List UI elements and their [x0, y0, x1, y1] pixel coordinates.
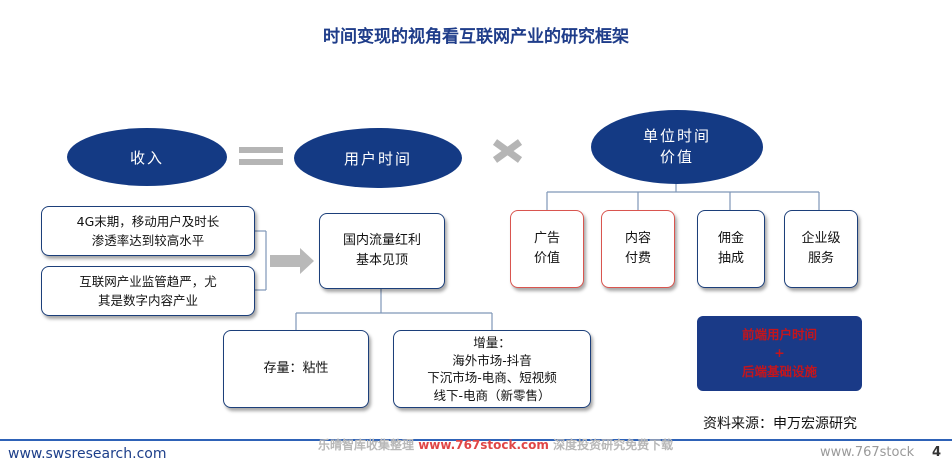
enterprise-service-text: 企业级 服务: [801, 230, 841, 266]
driver-regulation-box: 互联网产业监管趋严，尤 其是数字内容产业: [41, 266, 255, 316]
footer-website[interactable]: www.swsresearch.com: [8, 446, 167, 462]
stock-text: 存量：粘性: [263, 360, 329, 376]
watermark-url[interactable]: www.767stock.com: [418, 438, 549, 452]
watermark-prefix: 乐晴智库收集整理: [318, 438, 419, 452]
traffic-dividend-box: 国内流量红利 基本见顶: [319, 213, 445, 289]
traffic-tree: [295, 289, 493, 330]
increment-box: 增量： 海外市场-抖音 下沉市场-电商、短视频 线下-电商（新零售）: [393, 330, 591, 408]
driver-bracket: [254, 230, 267, 291]
stock-box: 存量：粘性: [223, 330, 369, 408]
page-number: 4: [932, 445, 942, 460]
footer-watermark: 乐晴智库收集整理 www.767stock.com 深度投资研究免费下载: [318, 436, 673, 453]
content-pay-box: 内容 付费: [601, 210, 675, 288]
user-time-oval: 用户时间: [294, 128, 462, 188]
watermark-suffix: 深度投资研究免费下载: [548, 438, 674, 452]
driver-regulation-text: 互联网产业监管趋严，尤 其是数字内容产业: [79, 273, 217, 308]
equals-bar-bottom: [239, 159, 283, 165]
footer-watermark-right: www.767stock: [820, 445, 915, 460]
equals-bar-top: [239, 147, 283, 153]
enterprise-service-box: 企业级 服务: [784, 210, 858, 288]
traffic-dividend-text: 国内流量红利 基本见顶: [342, 232, 421, 268]
page-title: 时间变现的视角看互联网产业的研究框架: [323, 27, 629, 47]
ad-value-text: 广告 价值: [533, 230, 560, 266]
commission-text: 佣金 抽成: [717, 230, 744, 266]
driver-4g-box: 4G末期，移动用户及时长 渗透率达到较高水平: [41, 206, 255, 256]
unit-time-value-oval: 单位时间 价值: [591, 110, 763, 184]
ad-value-box: 广告 价值: [510, 210, 584, 288]
commission-box: 佣金 抽成: [697, 210, 765, 288]
content-pay-text: 内容 付费: [624, 230, 651, 266]
revenue-label: 收入: [129, 148, 164, 167]
front-back-text: 前端用户时间 + 后端基础设施: [741, 327, 817, 379]
times-sign: [492, 139, 523, 163]
unit-time-value-label: 单位时间 价值: [642, 127, 711, 166]
user-time-label: 用户时间: [343, 149, 412, 168]
source-note: 资料来源：申万宏源研究: [703, 416, 857, 432]
value-tree: [546, 180, 820, 210]
driver-4g-text: 4G末期，移动用户及时长 渗透率达到较高水平: [76, 213, 220, 248]
footer-rule: [0, 439, 952, 441]
grey-arrow: [270, 248, 314, 274]
revenue-oval: 收入: [67, 128, 227, 186]
front-back-note: 前端用户时间 + 后端基础设施: [697, 316, 862, 391]
increment-text: 增量： 海外市场-抖音 下沉市场-电商、短视频 线下-电商（新零售）: [427, 335, 557, 403]
